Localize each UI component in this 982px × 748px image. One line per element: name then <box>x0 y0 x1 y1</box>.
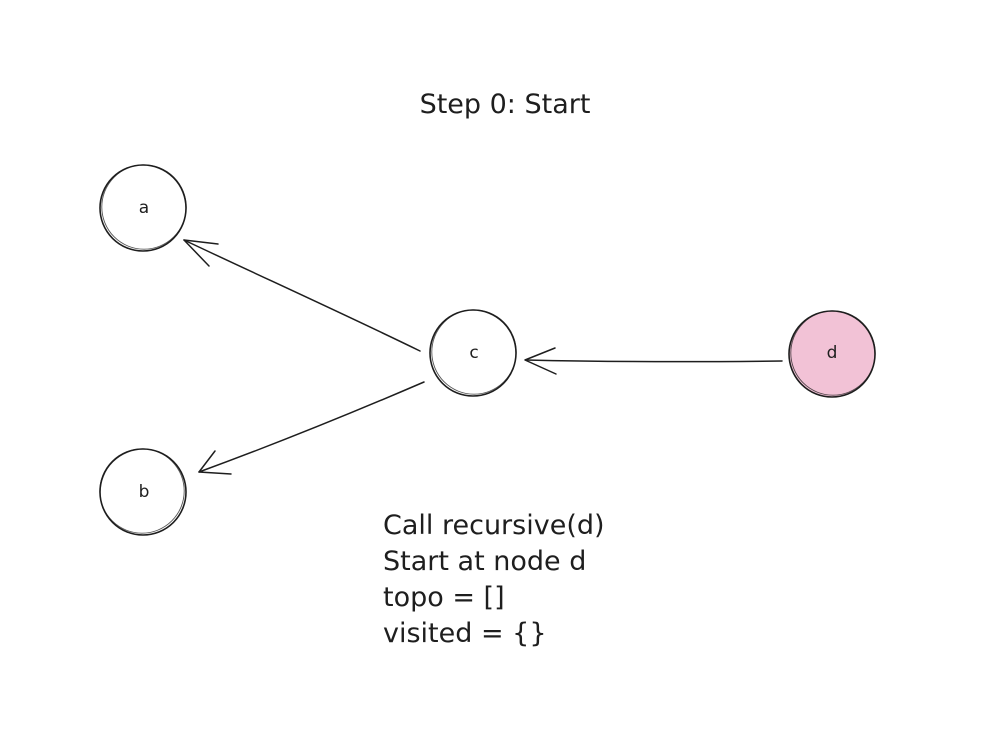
node-c-label: c <box>469 343 478 363</box>
node-b-label: b <box>139 482 150 502</box>
note-line: visited = {} <box>383 618 547 649</box>
note-line: topo = [] <box>383 582 505 613</box>
step-title: Step 0: Start <box>419 89 591 120</box>
edge-d-to-c <box>524 347 783 375</box>
node-d: d <box>788 310 876 398</box>
edges <box>183 239 783 475</box>
node-b: b <box>99 448 187 536</box>
node-c: c <box>429 309 517 397</box>
node-a-label: a <box>139 198 149 218</box>
note-line: Call recursive(d) <box>383 510 605 541</box>
state-notes: Call recursive(d) Start at node d topo =… <box>383 508 605 652</box>
edge-c-to-a <box>183 239 421 352</box>
edge-c-to-b <box>198 381 425 475</box>
note-line: Start at node d <box>383 546 587 577</box>
node-d-label: d <box>827 343 838 363</box>
node-a: a <box>99 164 187 252</box>
